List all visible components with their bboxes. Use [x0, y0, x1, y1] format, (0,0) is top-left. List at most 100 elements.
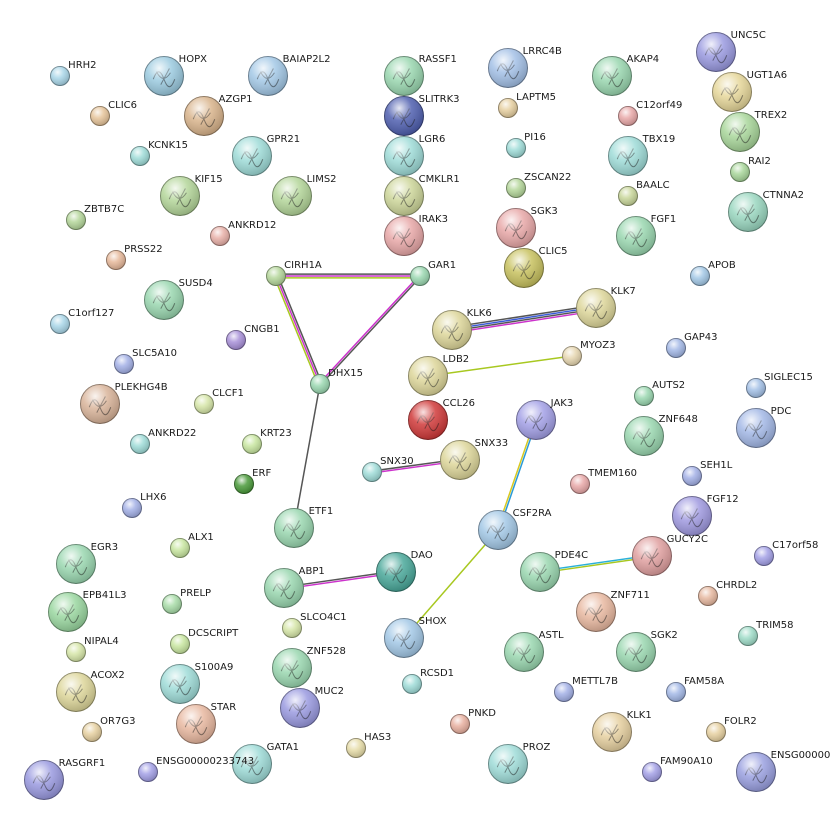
node-baiap2l2[interactable]: BAIAP2L2 — [248, 54, 331, 96]
node-plekhg4b[interactable]: PLEKHG4B — [80, 382, 168, 424]
node-ldb2[interactable]: LDB2 — [408, 354, 470, 396]
node-star[interactable]: STAR — [176, 702, 237, 744]
node-klk6[interactable]: KLK6 — [432, 308, 492, 350]
node-zscan22[interactable]: ZSCAN22 — [506, 172, 572, 198]
node-c12orf49[interactable]: C12orf49 — [618, 100, 683, 126]
node-gucy2c[interactable]: GUCY2C — [632, 534, 709, 576]
node-abp1[interactable]: ABP1 — [264, 566, 325, 608]
node-gata1[interactable]: GATA1 — [232, 742, 300, 784]
node-proz[interactable]: PROZ — [488, 742, 551, 784]
node-cmklr1[interactable]: CMKLR1 — [384, 174, 460, 216]
node-lims2[interactable]: LIMS2 — [272, 174, 337, 216]
node-snx30[interactable]: SNX30 — [362, 456, 414, 482]
node-hopx[interactable]: HOPX — [144, 54, 208, 96]
node-gar1[interactable]: GAR1 — [410, 260, 457, 286]
node-clic5[interactable]: CLIC5 — [504, 246, 568, 288]
node-rcsd1[interactable]: RCSD1 — [402, 668, 455, 694]
node-dao[interactable]: DAO — [376, 550, 433, 592]
node-ensg00000233743[interactable]: ENSG00000233743 — [138, 756, 255, 782]
node-rasgrf1[interactable]: RASGRF1 — [24, 758, 106, 800]
node-pi16[interactable]: PI16 — [506, 132, 546, 158]
node-or7g3[interactable]: OR7G3 — [82, 716, 136, 742]
node-astl[interactable]: ASTL — [504, 630, 564, 672]
node-muc2[interactable]: MUC2 — [280, 686, 344, 728]
node-sgk3[interactable]: SGK3 — [496, 206, 558, 248]
node-nipal4[interactable]: NIPAL4 — [66, 636, 119, 662]
node-trim58[interactable]: TRIM58 — [738, 620, 794, 646]
node-seh1l[interactable]: SEH1L — [682, 460, 733, 486]
node-kcnk15[interactable]: KCNK15 — [130, 140, 188, 166]
node-auts2[interactable]: AUTS2 — [634, 380, 686, 406]
node-slc5a10[interactable]: SLC5A10 — [114, 348, 178, 374]
node-siglec15[interactable]: SIGLEC15 — [746, 372, 813, 398]
node-susd4[interactable]: SUSD4 — [144, 278, 213, 320]
node-akap4[interactable]: AKAP4 — [592, 54, 660, 96]
node-znf648[interactable]: ZNF648 — [624, 414, 698, 456]
node-tbx19[interactable]: TBX19 — [608, 134, 676, 176]
node-ankrd22[interactable]: ANKRD22 — [130, 428, 197, 454]
node-c17orf58[interactable]: C17orf58 — [754, 540, 819, 566]
node-acox2[interactable]: ACOX2 — [56, 670, 125, 712]
node-ctnna2[interactable]: CTNNA2 — [728, 190, 804, 232]
node-irak3[interactable]: IRAK3 — [384, 214, 448, 256]
node-unc5c[interactable]: UNC5C — [696, 30, 766, 72]
node-fgf1[interactable]: FGF1 — [616, 214, 677, 256]
node-znf528[interactable]: ZNF528 — [272, 646, 346, 688]
node-hrh2[interactable]: HRH2 — [50, 60, 97, 86]
node-shox[interactable]: SHOX — [384, 616, 447, 658]
node-has3[interactable]: HAS3 — [346, 732, 392, 758]
node-clic6[interactable]: CLIC6 — [90, 100, 138, 126]
node-pnkd[interactable]: PNKD — [450, 708, 497, 734]
node-dhx15[interactable]: DHX15 — [310, 368, 363, 394]
node-cirh1a[interactable]: CIRH1A — [266, 260, 322, 286]
node-klk7[interactable]: KLK7 — [576, 286, 636, 328]
node-kif15[interactable]: KIF15 — [160, 174, 223, 216]
node-pde4c[interactable]: PDE4C — [520, 550, 589, 592]
node-azgp1[interactable]: AZGP1 — [184, 94, 253, 136]
node-clcf1[interactable]: CLCF1 — [194, 388, 244, 414]
node-ankrd12[interactable]: ANKRD12 — [210, 220, 277, 246]
node-prss22[interactable]: PRSS22 — [106, 244, 163, 270]
node-ugt1a6[interactable]: UGT1A6 — [712, 70, 788, 112]
node-gpr21[interactable]: GPR21 — [232, 134, 301, 176]
node-fam90a10[interactable]: FAM90A10 — [642, 756, 713, 782]
node-egr3[interactable]: EGR3 — [56, 542, 119, 584]
node-laptm5[interactable]: LAPTM5 — [498, 92, 556, 118]
node-mettl7b[interactable]: METTL7B — [554, 676, 619, 702]
node-c1orf127[interactable]: C1orf127 — [50, 308, 115, 334]
node-baalc[interactable]: BAALC — [618, 180, 670, 206]
node-folr2[interactable]: FOLR2 — [706, 716, 757, 742]
node-zbtb7c[interactable]: ZBTB7C — [66, 204, 125, 230]
node-slco4c1[interactable]: SLCO4C1 — [282, 612, 347, 638]
node-snx33[interactable]: SNX33 — [440, 438, 509, 480]
node-csf2ra[interactable]: CSF2RA — [478, 508, 552, 550]
node-rassf1[interactable]: RASSF1 — [384, 54, 457, 96]
node-jak3[interactable]: JAK3 — [516, 398, 574, 440]
node-epb41l3[interactable]: EPB41L3 — [48, 590, 127, 632]
node-prelp[interactable]: PRELP — [162, 588, 212, 614]
node-cngb1[interactable]: CNGB1 — [226, 324, 280, 350]
node-sgk2[interactable]: SGK2 — [616, 630, 678, 672]
node-chrdl2[interactable]: CHRDL2 — [698, 580, 758, 606]
node-slitrk3[interactable]: SLITRK3 — [384, 94, 460, 136]
node-lgr6[interactable]: LGR6 — [384, 134, 446, 176]
node-alx1[interactable]: ALX1 — [170, 532, 214, 558]
node-pdc[interactable]: PDC — [736, 406, 792, 448]
node-ensg00000[interactable]: ENSG00000 — [736, 750, 831, 792]
node-znf711[interactable]: ZNF711 — [576, 590, 650, 632]
node-klk1[interactable]: KLK1 — [592, 710, 652, 752]
node-rai2[interactable]: RAI2 — [730, 156, 771, 182]
node-dcscript[interactable]: DCSCRIPT — [170, 628, 240, 654]
node-gap43[interactable]: GAP43 — [666, 332, 718, 358]
node-fam58a[interactable]: FAM58A — [666, 676, 725, 702]
node-myoz3[interactable]: MYOZ3 — [562, 340, 616, 366]
node-etf1[interactable]: ETF1 — [274, 506, 334, 548]
node-lhx6[interactable]: LHX6 — [122, 492, 167, 518]
node-s100a9[interactable]: S100A9 — [160, 662, 234, 704]
node-tmem160[interactable]: TMEM160 — [570, 468, 637, 494]
node-erf[interactable]: ERF — [234, 468, 272, 494]
node-krt23[interactable]: KRT23 — [242, 428, 292, 454]
node-fgf12[interactable]: FGF12 — [672, 494, 739, 536]
node-trex2[interactable]: TREX2 — [720, 110, 788, 152]
node-apob[interactable]: APOB — [690, 260, 736, 286]
